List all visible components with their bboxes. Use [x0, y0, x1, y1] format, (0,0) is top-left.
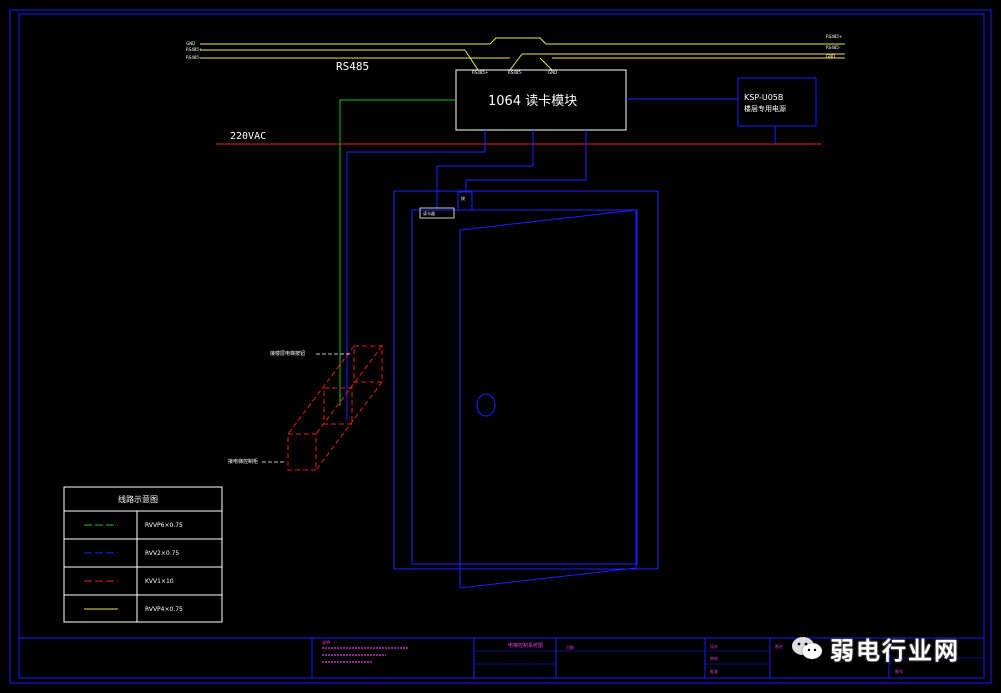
design-field: 设计 [710, 643, 718, 649]
reader-label: 读卡器 [423, 210, 435, 216]
tap-label-3: GND [548, 70, 557, 75]
legend-label-4: RVVP4×0.75 [145, 606, 183, 613]
legend-label-1: RVVP6×0.75 [145, 522, 183, 529]
outer-frame [9, 9, 992, 684]
bus-label-right-2: RS485- [826, 45, 841, 50]
door-frame [393, 190, 659, 589]
rs485-label: RS485 [336, 60, 369, 73]
tap-label-1: RS485+ [472, 70, 488, 75]
legend-title: 线路示意图 [118, 494, 158, 504]
approve-field: 批准 [710, 668, 718, 674]
reader-module-label: 1064 读卡模块 [488, 94, 577, 109]
drawing-title: 电梯控制系统图 [508, 642, 543, 649]
power-supply-name: 楼层专用电源 [744, 104, 786, 113]
bus-label-right-3: GND [826, 54, 835, 59]
bus-label-right-1: RS485+ [826, 34, 842, 39]
power-supply-box [737, 77, 817, 127]
legend-label-2: RVV2×0.75 [145, 550, 179, 557]
lower-pipe-label: 接电梯控制柜 [228, 458, 258, 465]
sheet-field: 图号 [895, 668, 903, 674]
wechat-icon [792, 637, 823, 660]
date-field: 日期 [566, 644, 574, 650]
watermark: 弱电行业网 [790, 628, 990, 668]
bus-label-left-1: GND [186, 41, 195, 46]
watermark-text: 弱电行业网 [830, 636, 960, 665]
bus-label-left-2: RS485+ [186, 47, 202, 52]
check-field: 审核 [710, 655, 718, 661]
power-line-label: 220VAC [230, 131, 266, 142]
inner-frame [18, 13, 985, 679]
red-conduit [287, 345, 383, 471]
upper-pipe-label: 接楼层电梯按钮 [270, 350, 305, 357]
tap-label-2: RS485- [508, 70, 523, 75]
door-handle [476, 393, 496, 417]
legend-label-3: KVV1×10 [145, 578, 174, 585]
button-label: 按 [461, 195, 465, 201]
rs485-bus [200, 37, 845, 71]
blue-wires [346, 130, 587, 420]
bus-label-left-3: RS485- [186, 55, 201, 60]
name-field: 图名 [775, 643, 783, 649]
reader-box [419, 207, 455, 219]
green-wire [339, 99, 456, 406]
power-supply-model: KSP-U05B [744, 93, 783, 102]
title-block [19, 637, 984, 678]
notes-heading: 说明 [322, 639, 330, 645]
legend-table: 线路示意图 RVVP6×0.75 RVV2×0.75 KVV1×10 RVVP4… [63, 486, 223, 623]
